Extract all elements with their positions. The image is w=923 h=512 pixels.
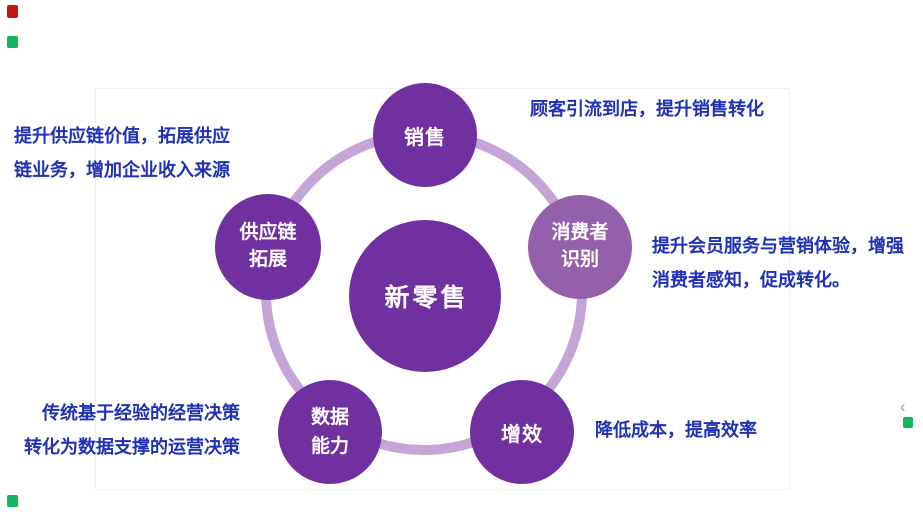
stray-green-mark-left-bottom	[7, 495, 18, 507]
annotation-data-line2: 转化为数据支撑的运营决策	[24, 437, 240, 457]
node-supply-chain-expansion[interactable]: 供应链 拓展	[215, 194, 321, 300]
node-efficiency-label: 增效	[501, 423, 543, 446]
node-new-retail[interactable]: 新零售	[349, 220, 501, 372]
node-efficiency-gain[interactable]: 增效	[470, 380, 574, 484]
annotation-supply-line2: 链业务，增加企业收入来源	[14, 160, 230, 180]
annotation-sales-line1: 顾客引流到店，提升销售转化	[530, 99, 764, 119]
annotation-efficiency: 降低成本，提高效率	[595, 413, 757, 447]
annotation-consumer-line1: 提升会员服务与营销体验，增强	[652, 236, 904, 256]
annotation-consumer-line2: 消费者感知，促成转化。	[652, 270, 850, 290]
stray-green-mark-right	[903, 417, 913, 428]
node-supply-label-line2: 拓展	[248, 249, 287, 270]
node-sales-label: 销售	[404, 126, 446, 149]
annotation-efficiency-line1: 降低成本，提高效率	[595, 420, 757, 440]
annotation-sales: 顾客引流到店，提升销售转化	[530, 92, 764, 126]
annotation-supply-chain: 提升供应链价值，拓展供应 链业务，增加企业收入来源	[14, 119, 230, 187]
annotation-supply-line1: 提升供应链价值，拓展供应	[14, 126, 230, 146]
stray-green-mark-left-top	[7, 36, 18, 48]
node-data-label-line2: 能力	[310, 436, 349, 457]
stray-red-mark-top-left	[7, 5, 18, 18]
node-new-retail-label: 新零售	[384, 284, 469, 312]
chevron-left-icon: ‹	[900, 397, 906, 416]
node-supply-label-line1: 供应链	[239, 222, 297, 244]
annotation-data-decision: 传统基于经验的经营决策 转化为数据支撑的运营决策	[14, 396, 240, 464]
annotation-data-line1: 传统基于经验的经营决策	[42, 403, 240, 423]
node-consumer-label-line2: 识别	[560, 249, 599, 270]
node-consumer-label-line1: 消费者	[551, 222, 609, 244]
node-data-capability[interactable]: 数据 能力	[278, 380, 382, 484]
node-data-label-line1: 数据	[310, 406, 349, 428]
annotation-consumer: 提升会员服务与营销体验，增强 消费者感知，促成转化。	[652, 229, 904, 297]
node-sales[interactable]: 销售	[373, 83, 477, 187]
node-consumer-identification[interactable]: 消费者 识别	[528, 195, 632, 299]
